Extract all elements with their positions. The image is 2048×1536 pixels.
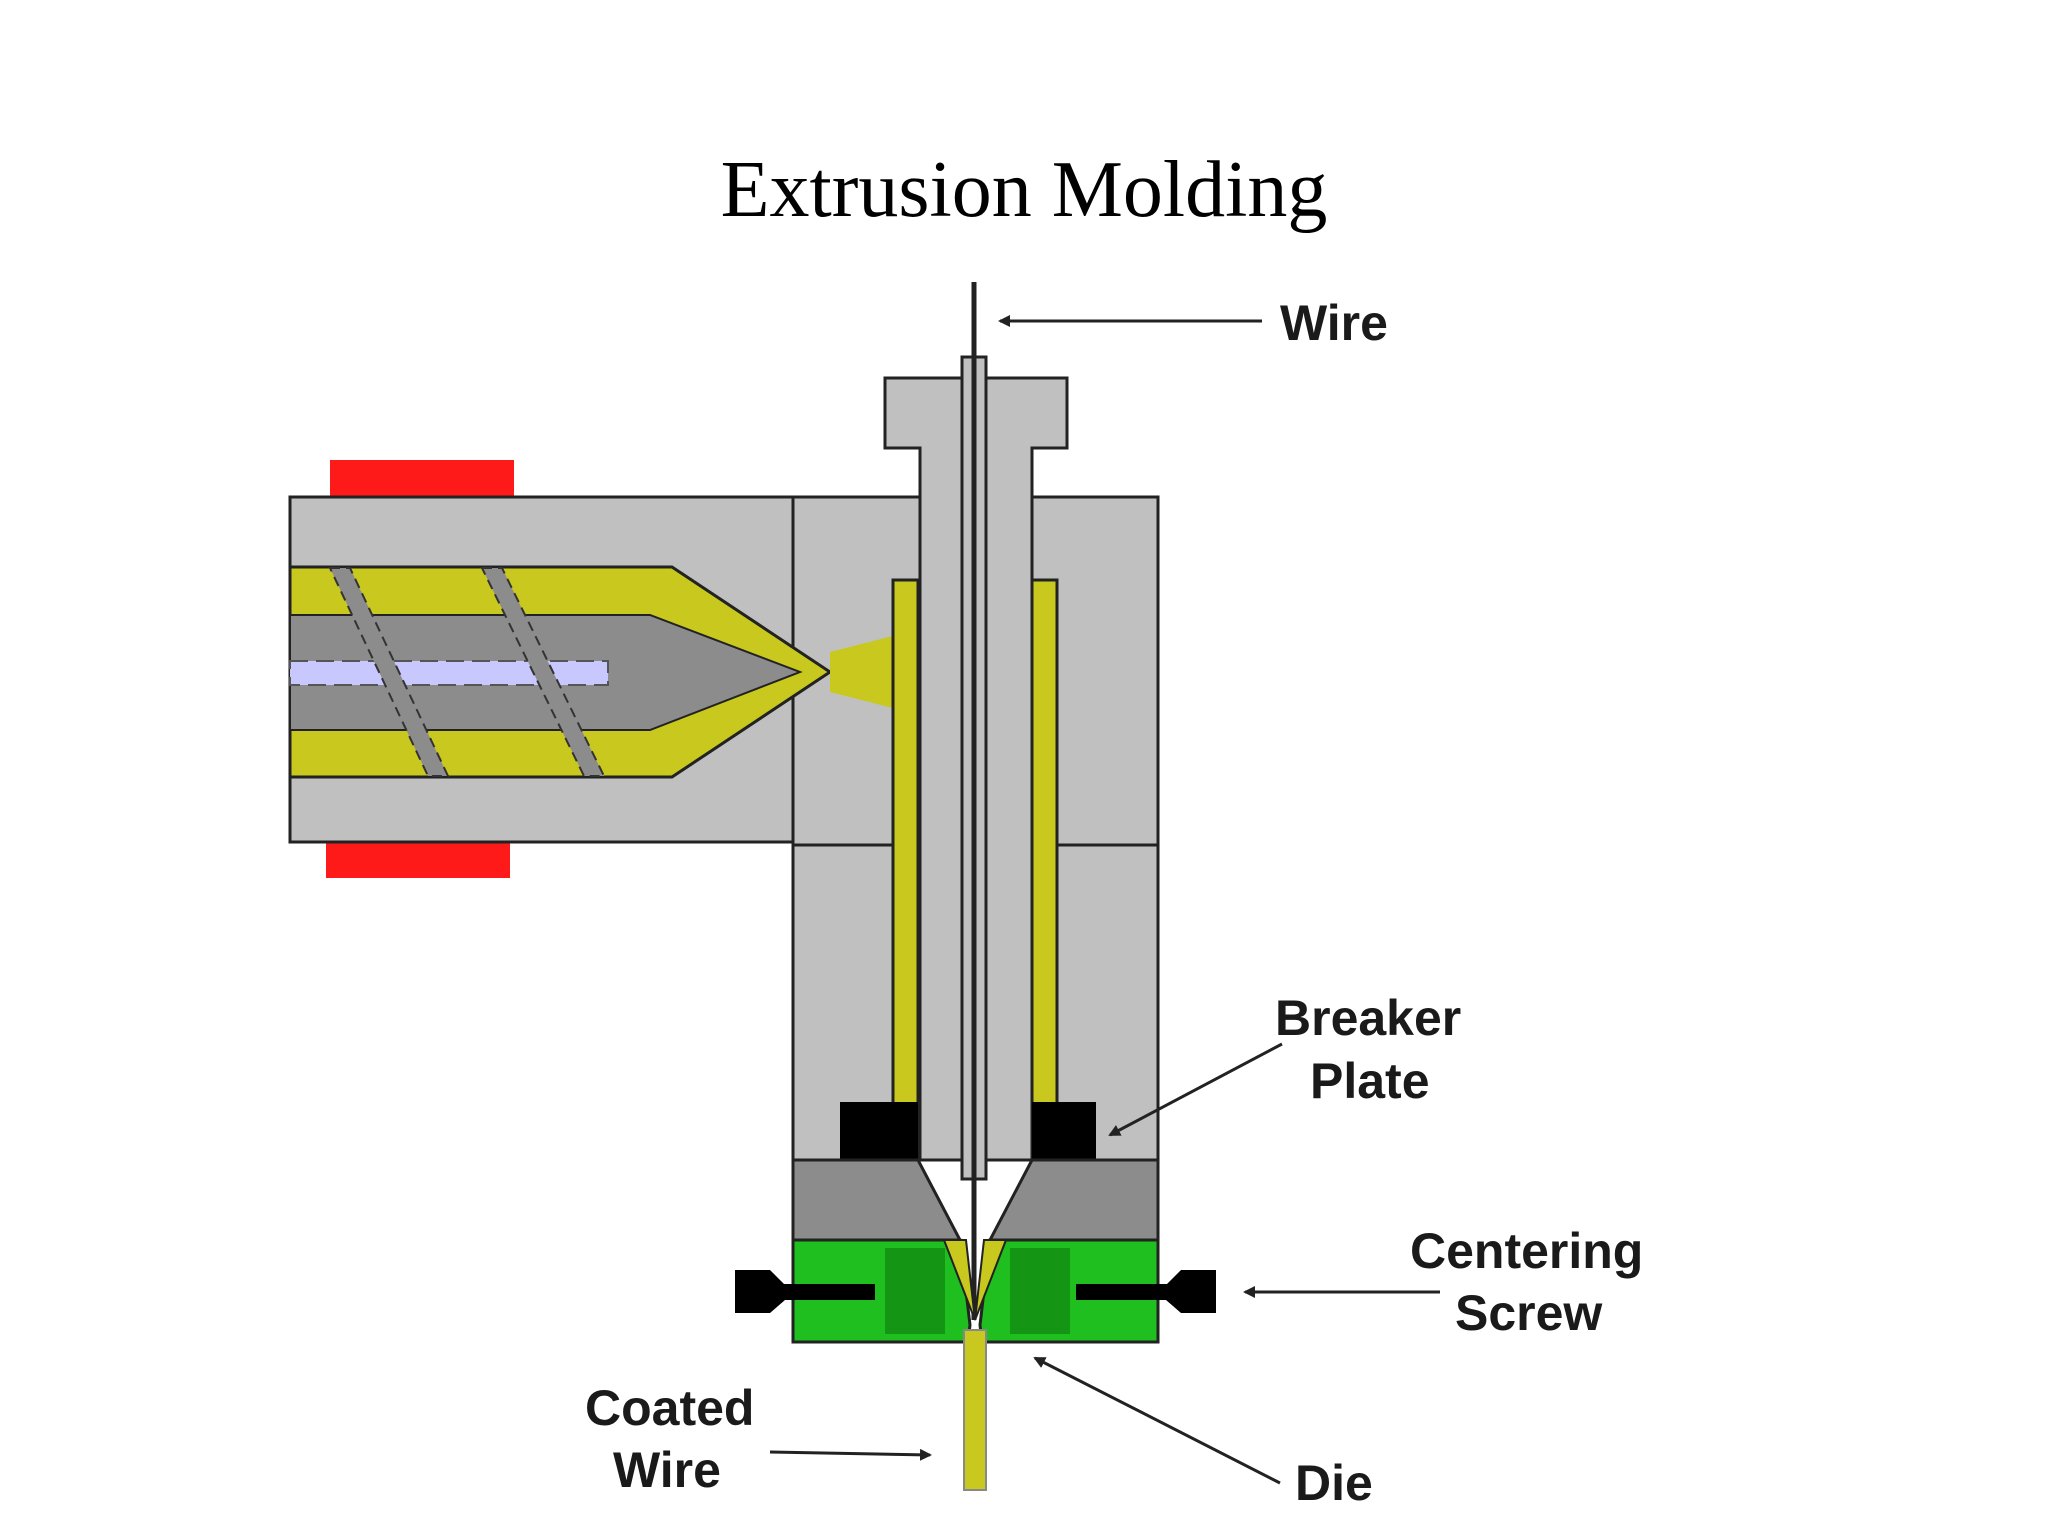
label-wire: Wire <box>1280 295 1388 351</box>
label-coated-wire-2: Wire <box>613 1442 721 1498</box>
centering-screw-right-shaft <box>1076 1284 1181 1300</box>
breaker-plate-right <box>1032 1102 1096 1160</box>
heater-band-bottom <box>326 840 510 878</box>
die-melt-cone <box>942 1239 1008 1321</box>
breaker-plate-arrow <box>1108 1042 1283 1137</box>
centering-screw-left-shaft <box>770 1284 875 1300</box>
screw-flight-2 <box>480 567 606 777</box>
centering-screw-right-head <box>1166 1270 1216 1313</box>
label-breaker-plate-1: Breaker <box>1275 990 1461 1046</box>
label-centering-screw-1: Centering <box>1410 1223 1643 1279</box>
coated-wire-arrow <box>769 1448 932 1461</box>
polymer-melt-feed <box>830 636 893 708</box>
centering-screw-left-head <box>735 1270 785 1313</box>
die-dark-right <box>1010 1248 1070 1334</box>
label-coated-wire-1: Coated <box>585 1380 754 1436</box>
label-breaker-plate-2: Plate <box>1310 1053 1430 1109</box>
breaker-plate-left <box>840 1102 918 1160</box>
screw-flight-1 <box>328 567 450 777</box>
label-centering-screw-2: Screw <box>1455 1285 1602 1341</box>
heater-band-top <box>330 460 514 498</box>
die-dark-left <box>885 1248 945 1334</box>
die-arrow <box>1033 1356 1281 1485</box>
label-die: Die <box>1295 1455 1373 1511</box>
coated-wire <box>963 1329 987 1491</box>
page-title: Extrusion Molding <box>720 146 1328 234</box>
screw-center-bar <box>289 660 609 686</box>
